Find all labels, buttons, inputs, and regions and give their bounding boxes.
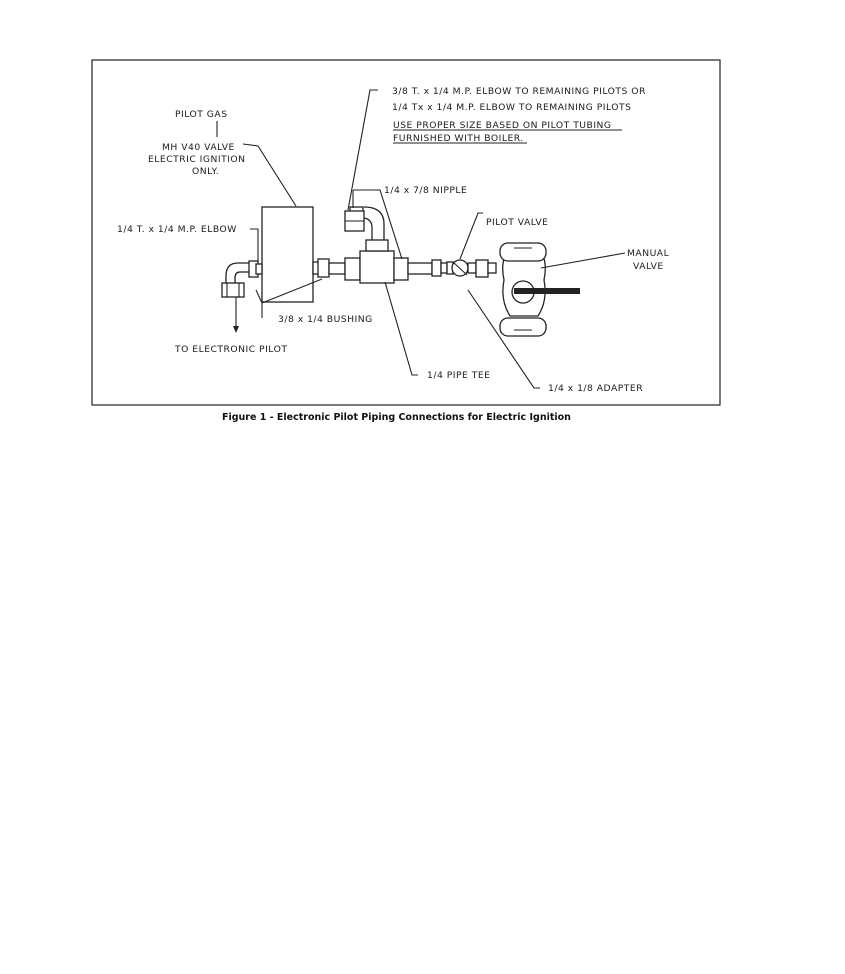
pilot-valve-fitting	[446, 259, 497, 278]
main-pipe-run	[328, 250, 448, 284]
label-elbow-14: 1/4 Tx x 1/4 M.P. ELBOW TO REMAINING PIL…	[392, 102, 631, 113]
label-bushing: 3/8 x 1/4 BUSHING	[278, 314, 373, 325]
valve-handle	[514, 288, 580, 294]
pipe-tee-leader	[384, 281, 418, 376]
label-adapter: 1/4 x 1/8 ADAPTER	[548, 383, 643, 394]
label-to-electronic-pilot: TO ELECTRONIC PILOT	[174, 344, 287, 355]
label-elbow-left: 1/4 T. x 1/4 M.P. ELBOW	[117, 224, 237, 235]
manual-valve	[499, 242, 580, 337]
mh-v40-valve-body	[261, 206, 314, 303]
label-manual: MANUAL	[627, 248, 670, 259]
label-mh-v40-valve: MH V40 VALVE	[162, 142, 235, 153]
left-elbow-fitting	[221, 260, 263, 298]
remaining-pilots-leader	[347, 89, 378, 211]
elbow-left-leader	[250, 228, 259, 262]
adapter-leader	[467, 289, 540, 389]
label-proper-size-2: FURNISHED WITH BOILER.	[393, 133, 524, 144]
label-pilot-gas: PILOT GAS	[175, 109, 228, 120]
bushing-leader	[255, 278, 323, 318]
label-elbow-38: 3/8 T. x 1/4 M.P. ELBOW TO REMAINING PIL…	[392, 86, 646, 97]
pilot-valve-leader	[459, 212, 483, 260]
label-pipe-tee: 1/4 PIPE TEE	[427, 370, 490, 381]
mh-v40-leader	[242, 143, 297, 207]
label-electric-ignition: ELECTRIC IGNITION	[148, 154, 246, 165]
figure-caption: Figure 1 - Electronic Pilot Piping Conne…	[222, 412, 571, 423]
arrow-down-icon	[233, 326, 239, 333]
manual-valve-leader	[540, 252, 626, 269]
label-nipple: 1/4 x 7/8 NIPPLE	[384, 185, 467, 196]
label-proper-size-1: USE PROPER SIZE BASED ON PILOT TUBING	[393, 120, 612, 131]
label-only: ONLY.	[192, 166, 219, 177]
tee-branch-elbow	[344, 206, 389, 252]
label-pilot-valve: PILOT VALVE	[486, 217, 548, 228]
bushing-nut	[317, 258, 330, 278]
nipple-leader	[352, 189, 403, 260]
label-valve: VALVE	[633, 261, 664, 272]
figure-frame	[91, 59, 721, 406]
